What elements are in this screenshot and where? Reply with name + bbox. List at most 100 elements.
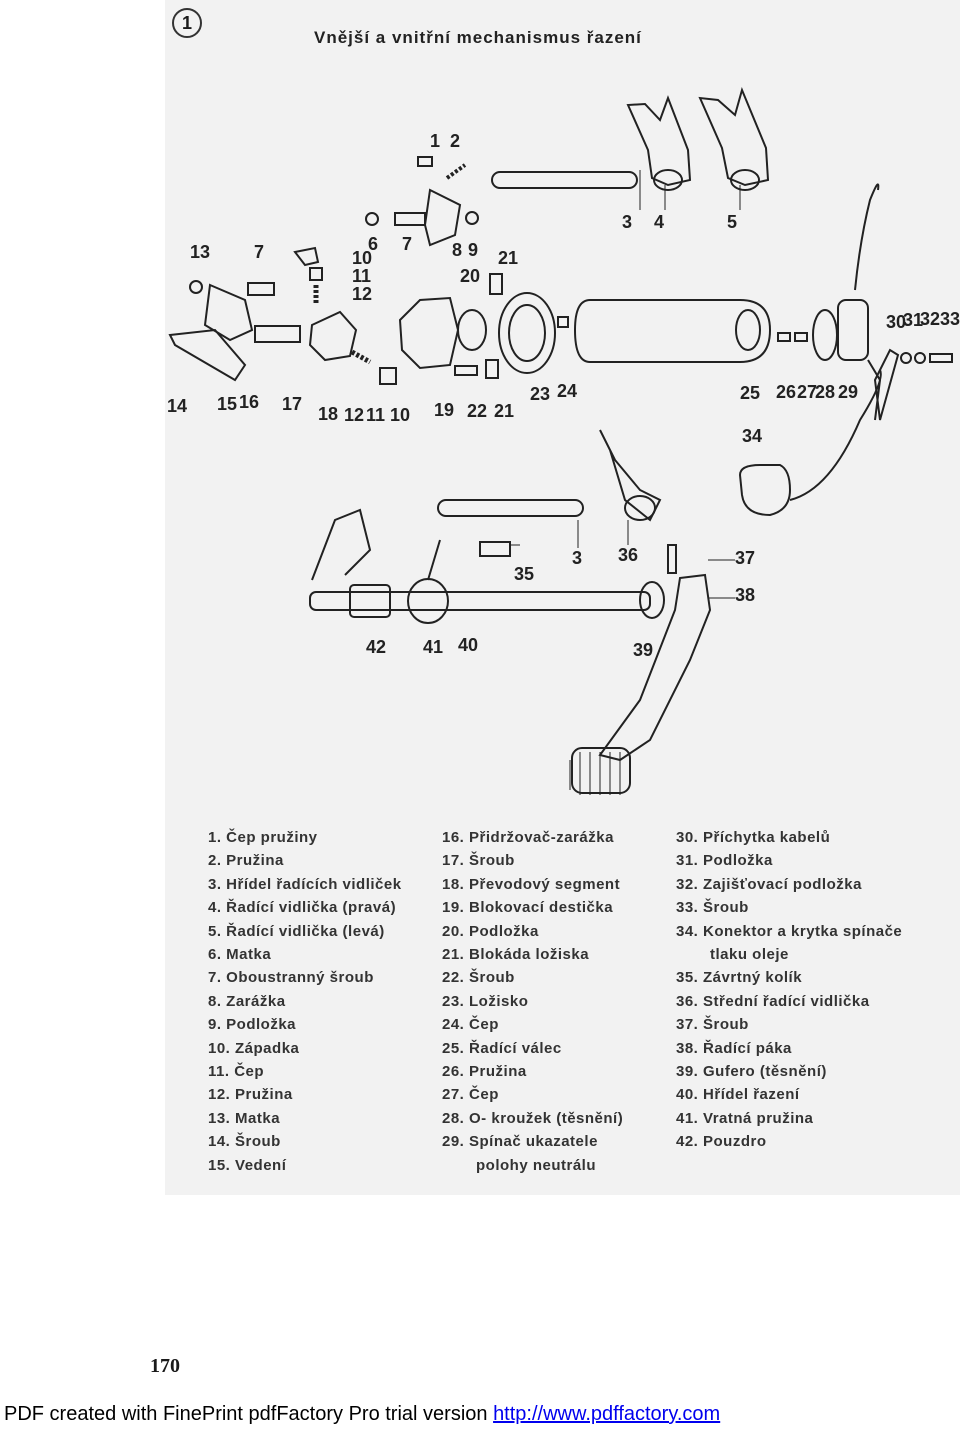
callout-23: 23: [530, 384, 550, 404]
part-blocking-plate: [398, 296, 460, 370]
legend-item: 21. Blokáda ložiska: [442, 946, 590, 964]
callout-31: 31: [903, 310, 923, 330]
legend-item: 31. Podložka: [676, 852, 773, 870]
callout-37: 37: [735, 548, 755, 568]
legend-column-1: 1. Čep pružiny 2. Pružina 3. Hřídel řadí…: [208, 826, 402, 1177]
callout-10b: 10: [390, 405, 410, 425]
callout-17: 17: [282, 394, 302, 414]
legend-item: 2. Pružina: [208, 852, 284, 870]
callout-28: 28: [815, 382, 835, 402]
scan-background: [165, 0, 960, 1195]
callout-2: 2: [450, 131, 460, 151]
callout-11b: 11: [366, 405, 385, 425]
part-bushing: [349, 584, 391, 618]
legend-column-3: 30. Příchytka kabelů 31. Podložka 32. Za…: [676, 826, 902, 1154]
callout-16: 16: [239, 392, 259, 412]
part-shift-drum: [573, 299, 772, 363]
callout-1: 1: [430, 131, 440, 151]
legend-item: 35. Závrtný kolík: [676, 969, 803, 987]
callout-13: 13: [190, 242, 210, 262]
callout-33: 33: [940, 309, 960, 329]
callout-7b: 7: [254, 242, 264, 262]
callout-18: 18: [318, 404, 338, 424]
legend-item: 41. Vratná pružina: [676, 1109, 814, 1127]
legend-item: 17. Šroub: [442, 852, 515, 870]
callout-10: 10: [352, 248, 372, 268]
callout-8: 8: [452, 240, 462, 260]
part-shift-fork-shaft: [491, 171, 638, 189]
legend-item: 9. Podložka: [208, 1016, 297, 1034]
callout-12: 12: [352, 284, 372, 304]
part-neutral-switch: [837, 299, 869, 361]
callout-41: 41: [423, 637, 443, 657]
part-screw-22: [454, 365, 478, 376]
callout-21: 21: [498, 248, 518, 268]
callout-39: 39: [633, 640, 653, 660]
legend-item: 7. Oboustranný šroub: [208, 969, 374, 987]
part-shift-pedal-rubber: [571, 747, 631, 794]
part-gear-segment: [308, 310, 358, 362]
callout-26: 26: [776, 382, 796, 402]
legend-item: 16. Přidržovač-zarážka: [442, 829, 614, 846]
part-pawl-10: [379, 367, 397, 385]
page-number: 170: [150, 1355, 180, 1377]
part-shift-lever: [598, 573, 712, 762]
part-oil-seal: [639, 581, 665, 619]
figure-title: Vnější a vnitřní mechanismus řazení: [314, 28, 642, 47]
callout-5: 5: [727, 212, 737, 232]
legend-item: 39. Gufero (těsnění): [676, 1063, 827, 1081]
footer-link[interactable]: http://www.pdffactory.com: [493, 1403, 721, 1425]
part-bearing: [498, 292, 556, 374]
legend-item: 23. Ložisko: [442, 992, 529, 1010]
legend-item: 11. Čep: [208, 1063, 265, 1081]
part-washer-20: [457, 309, 487, 351]
part-cable-clip: [873, 348, 900, 421]
part-pin-24: [557, 316, 569, 328]
legend-item: 26. Pružina: [442, 1063, 527, 1081]
callout-22: 22: [467, 401, 487, 421]
part-guide-15: [168, 328, 247, 382]
legend-item: 38. Řadící páka: [676, 1039, 792, 1057]
legend-item: 14. Šroub: [208, 1133, 281, 1151]
legend-item: 42. Pouzdro: [676, 1133, 767, 1151]
legend-item: 1. Čep pružiny: [208, 829, 318, 846]
legend-item: 4. Řadící vidlička (pravá): [208, 899, 397, 917]
callout-24: 24: [557, 381, 577, 401]
legend-item-continuation: tlaku oleje: [710, 946, 789, 964]
callout-34: 34: [742, 426, 762, 446]
callout-19: 19: [434, 400, 454, 420]
part-screw-33: [929, 353, 953, 363]
callout-21b: 21: [494, 401, 514, 421]
legend-item: 32. Zajišťovací podložka: [676, 875, 862, 893]
legend-item: 27. Čep: [442, 1086, 499, 1104]
part-pin: [309, 267, 323, 281]
legend-item: 30. Příchytka kabelů: [676, 829, 831, 846]
part-center-fork: [599, 429, 662, 522]
part-return-spring: [407, 578, 449, 624]
legend-item: 10. Západka: [208, 1039, 300, 1057]
callout-25: 25: [740, 383, 760, 403]
legend-item: 34. Konektor a krytka spínače: [676, 922, 903, 940]
part-guide-bracket: [203, 283, 254, 342]
callout-30: 30: [886, 312, 906, 332]
part-bolt-17: [254, 325, 301, 343]
callout-35: 35: [514, 564, 534, 584]
callout-36: 36: [618, 545, 638, 565]
callout-9: 9: [468, 240, 478, 260]
part-lock-washer: [914, 352, 926, 364]
callout-38: 38: [735, 585, 755, 605]
part-bolt-37: [667, 544, 677, 574]
callout-29: 29: [838, 382, 858, 402]
part-stopper: [423, 188, 462, 247]
part-spring: [445, 163, 467, 180]
part-bearing-lock: [489, 273, 503, 295]
callout-32: 32: [920, 309, 940, 329]
pdf-footer: PDF created with FinePrint pdfFactory Pr…: [4, 1403, 720, 1426]
legend-item: 12. Pružina: [208, 1086, 293, 1104]
part-spring-26: [777, 332, 791, 342]
legend-item: 36. Střední řadící vidlička: [676, 992, 870, 1010]
footer-text: PDF created with FinePrint pdfFactory Pr…: [4, 1403, 494, 1425]
legend-item: 3. Hřídel řadících vidliček: [208, 875, 402, 893]
callout-3b: 3: [572, 548, 582, 568]
